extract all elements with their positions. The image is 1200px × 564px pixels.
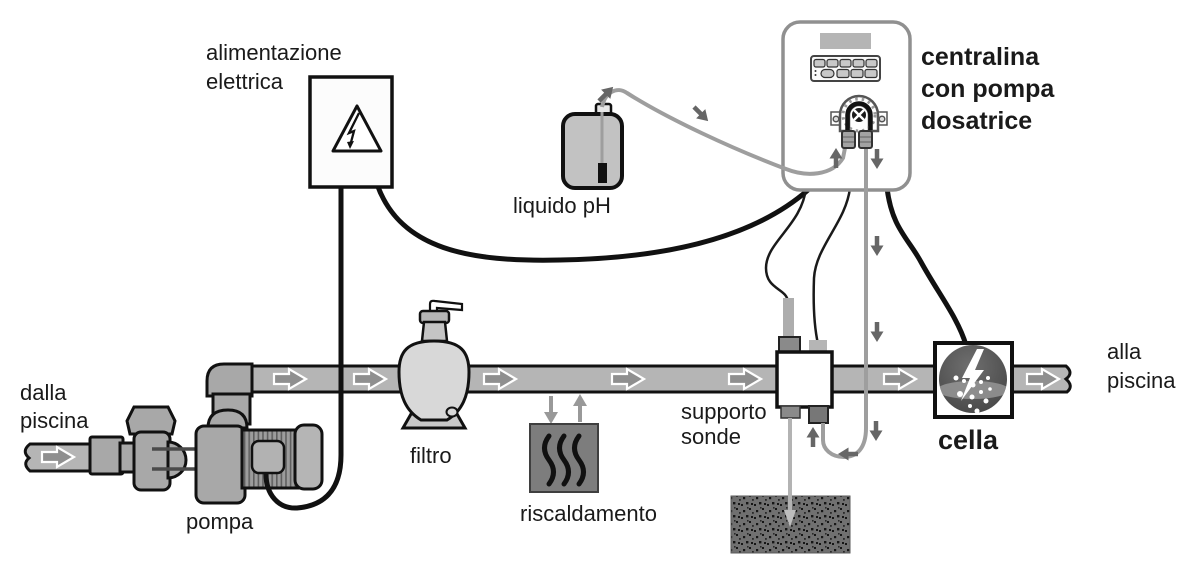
cell-group — [933, 341, 1014, 419]
pump-nozzles — [841, 130, 873, 149]
controller-display — [820, 33, 871, 49]
from-pool-label-line2: piscina — [20, 408, 89, 433]
power-supply-box — [308, 75, 394, 189]
power-supply-label-line1: alimentazione — [206, 40, 342, 65]
probe-cable-redox — [812, 187, 852, 345]
prefilter-lid — [125, 405, 177, 436]
flow-down-arrow-icon — [871, 322, 884, 342]
filter-drain — [445, 406, 459, 418]
flow-down-arrow-icon — [871, 236, 884, 256]
ph-probe — [783, 298, 794, 340]
power-cable-to-controller — [374, 183, 810, 263]
flow-down-arrow-icon — [870, 421, 883, 441]
diagram-labels: alimentazione elettrica dalla piscina po… — [20, 40, 1176, 534]
motor-terminal-box — [250, 439, 286, 475]
ph-tank — [561, 112, 624, 190]
lightning-icon — [346, 112, 361, 147]
power-supply-label-line2: elettrica — [206, 69, 284, 94]
heat-waves-icon — [542, 433, 586, 487]
controller-label-line3: dosatrice — [921, 107, 1032, 135]
heating-label: riscaldamento — [520, 501, 657, 526]
filter-tank — [397, 339, 471, 422]
motor-end-cap — [293, 423, 324, 491]
probe-holder-group — [775, 298, 834, 527]
pump-head-tube — [845, 101, 873, 130]
flow-up-arrow-icon — [807, 427, 820, 447]
to-pool-label-line1: alla — [1107, 339, 1142, 364]
filter-label: filtro — [410, 443, 452, 468]
peristaltic-pump-icon — [830, 94, 888, 149]
suction-foot-valve — [598, 163, 607, 183]
probe-holder-label-line1: supporto — [681, 399, 767, 424]
drain-gland — [780, 405, 801, 419]
controller-label-line1: centralina — [921, 43, 1040, 71]
injection-tube — [821, 148, 868, 460]
prefilter-body — [132, 430, 172, 492]
pump-volute — [194, 424, 247, 505]
electrolysis-bubbles — [953, 375, 992, 414]
cell-label: cella — [938, 425, 999, 455]
electric-hazard-triangle-icon — [331, 104, 383, 153]
pump-elbow — [205, 362, 254, 398]
drain-lance-tip — [784, 510, 796, 527]
filter-valve-handle — [428, 299, 464, 315]
probe-holder-label-line2: sonde — [681, 424, 741, 449]
controller-label-line2: con pompa — [921, 75, 1055, 103]
controller-keypad — [810, 55, 881, 82]
lightning-bolt-icon — [961, 349, 984, 401]
flow-down-right-arrow-icon — [689, 102, 712, 125]
suction-tube-to-pump — [600, 88, 847, 176]
pump-label: pompa — [186, 509, 254, 534]
ph-tank-group — [561, 102, 624, 190]
heat-exchange-down-arrow-icon — [544, 412, 558, 424]
from-pool-label-line1: dalla — [20, 380, 67, 405]
pipe-coupling — [88, 435, 125, 476]
filter-group — [397, 299, 471, 430]
heating-unit — [529, 394, 599, 493]
ph-liquid-label: liquido pH — [513, 193, 611, 218]
cell-power-cable — [884, 187, 969, 346]
probe-holder-body — [775, 350, 834, 409]
to-pool-label-line2: piscina — [1107, 368, 1176, 393]
probe-cable-ph — [764, 187, 808, 303]
flow-up-right-arrow-icon — [594, 82, 617, 105]
injection-gland — [808, 405, 829, 424]
heat-exchange-up-arrow-icon — [573, 394, 587, 406]
power-cable-to-pump — [263, 187, 344, 511]
